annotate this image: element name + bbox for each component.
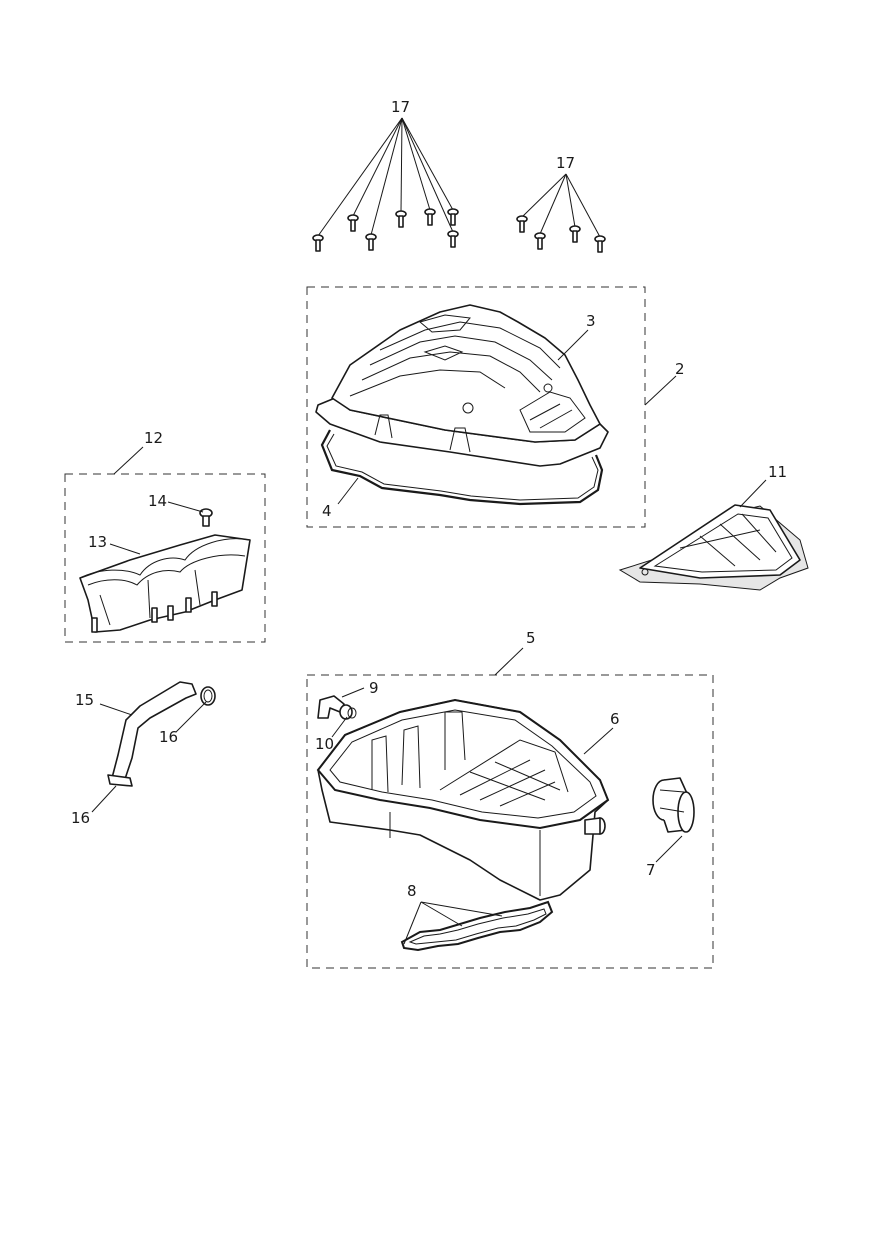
screws-17-left [312, 117, 459, 252]
breather-hose-part [107, 681, 216, 787]
callout-12: 12 [144, 429, 163, 447]
callout-16-lower: 16 [71, 809, 90, 827]
air-filter-part [618, 504, 809, 591]
breather-elbow-part [317, 695, 357, 720]
callout-11: 11 [768, 463, 787, 481]
callout-14: 14 [148, 492, 167, 510]
callout-6: 6 [610, 710, 620, 728]
callout-7: 7 [646, 861, 656, 879]
callout-17-left: 17 [391, 98, 410, 116]
callout-4: 4 [322, 502, 332, 520]
callout-labels: 17 17 3 2 12 14 13 4 11 5 9 10 6 15 16 1… [71, 98, 787, 900]
callout-5: 5 [526, 629, 536, 647]
airbox-cover-part [315, 304, 609, 467]
callout-8: 8 [407, 882, 417, 900]
callout-9: 9 [369, 679, 379, 697]
callout-13: 13 [88, 533, 107, 551]
cover-gasket-part [320, 429, 604, 506]
callout-15: 15 [75, 691, 94, 709]
stack-screw-part-14 [199, 508, 213, 527]
callout-10: 10 [315, 735, 334, 753]
airbox-lower-part [316, 698, 610, 901]
leader-lines [91, 329, 767, 945]
callout-2: 2 [675, 360, 685, 378]
callout-16-upper: 16 [159, 728, 178, 746]
intake-boot-part [652, 777, 695, 833]
callout-3: 3 [586, 312, 596, 330]
group-box-2 [306, 286, 646, 528]
velocity-stacks-part [79, 534, 251, 633]
callout-17-right: 17 [556, 154, 575, 172]
group-box-5 [306, 674, 714, 969]
screws-17-right [516, 173, 606, 253]
intake-seal-part [400, 900, 554, 952]
group-box-12 [64, 473, 266, 643]
